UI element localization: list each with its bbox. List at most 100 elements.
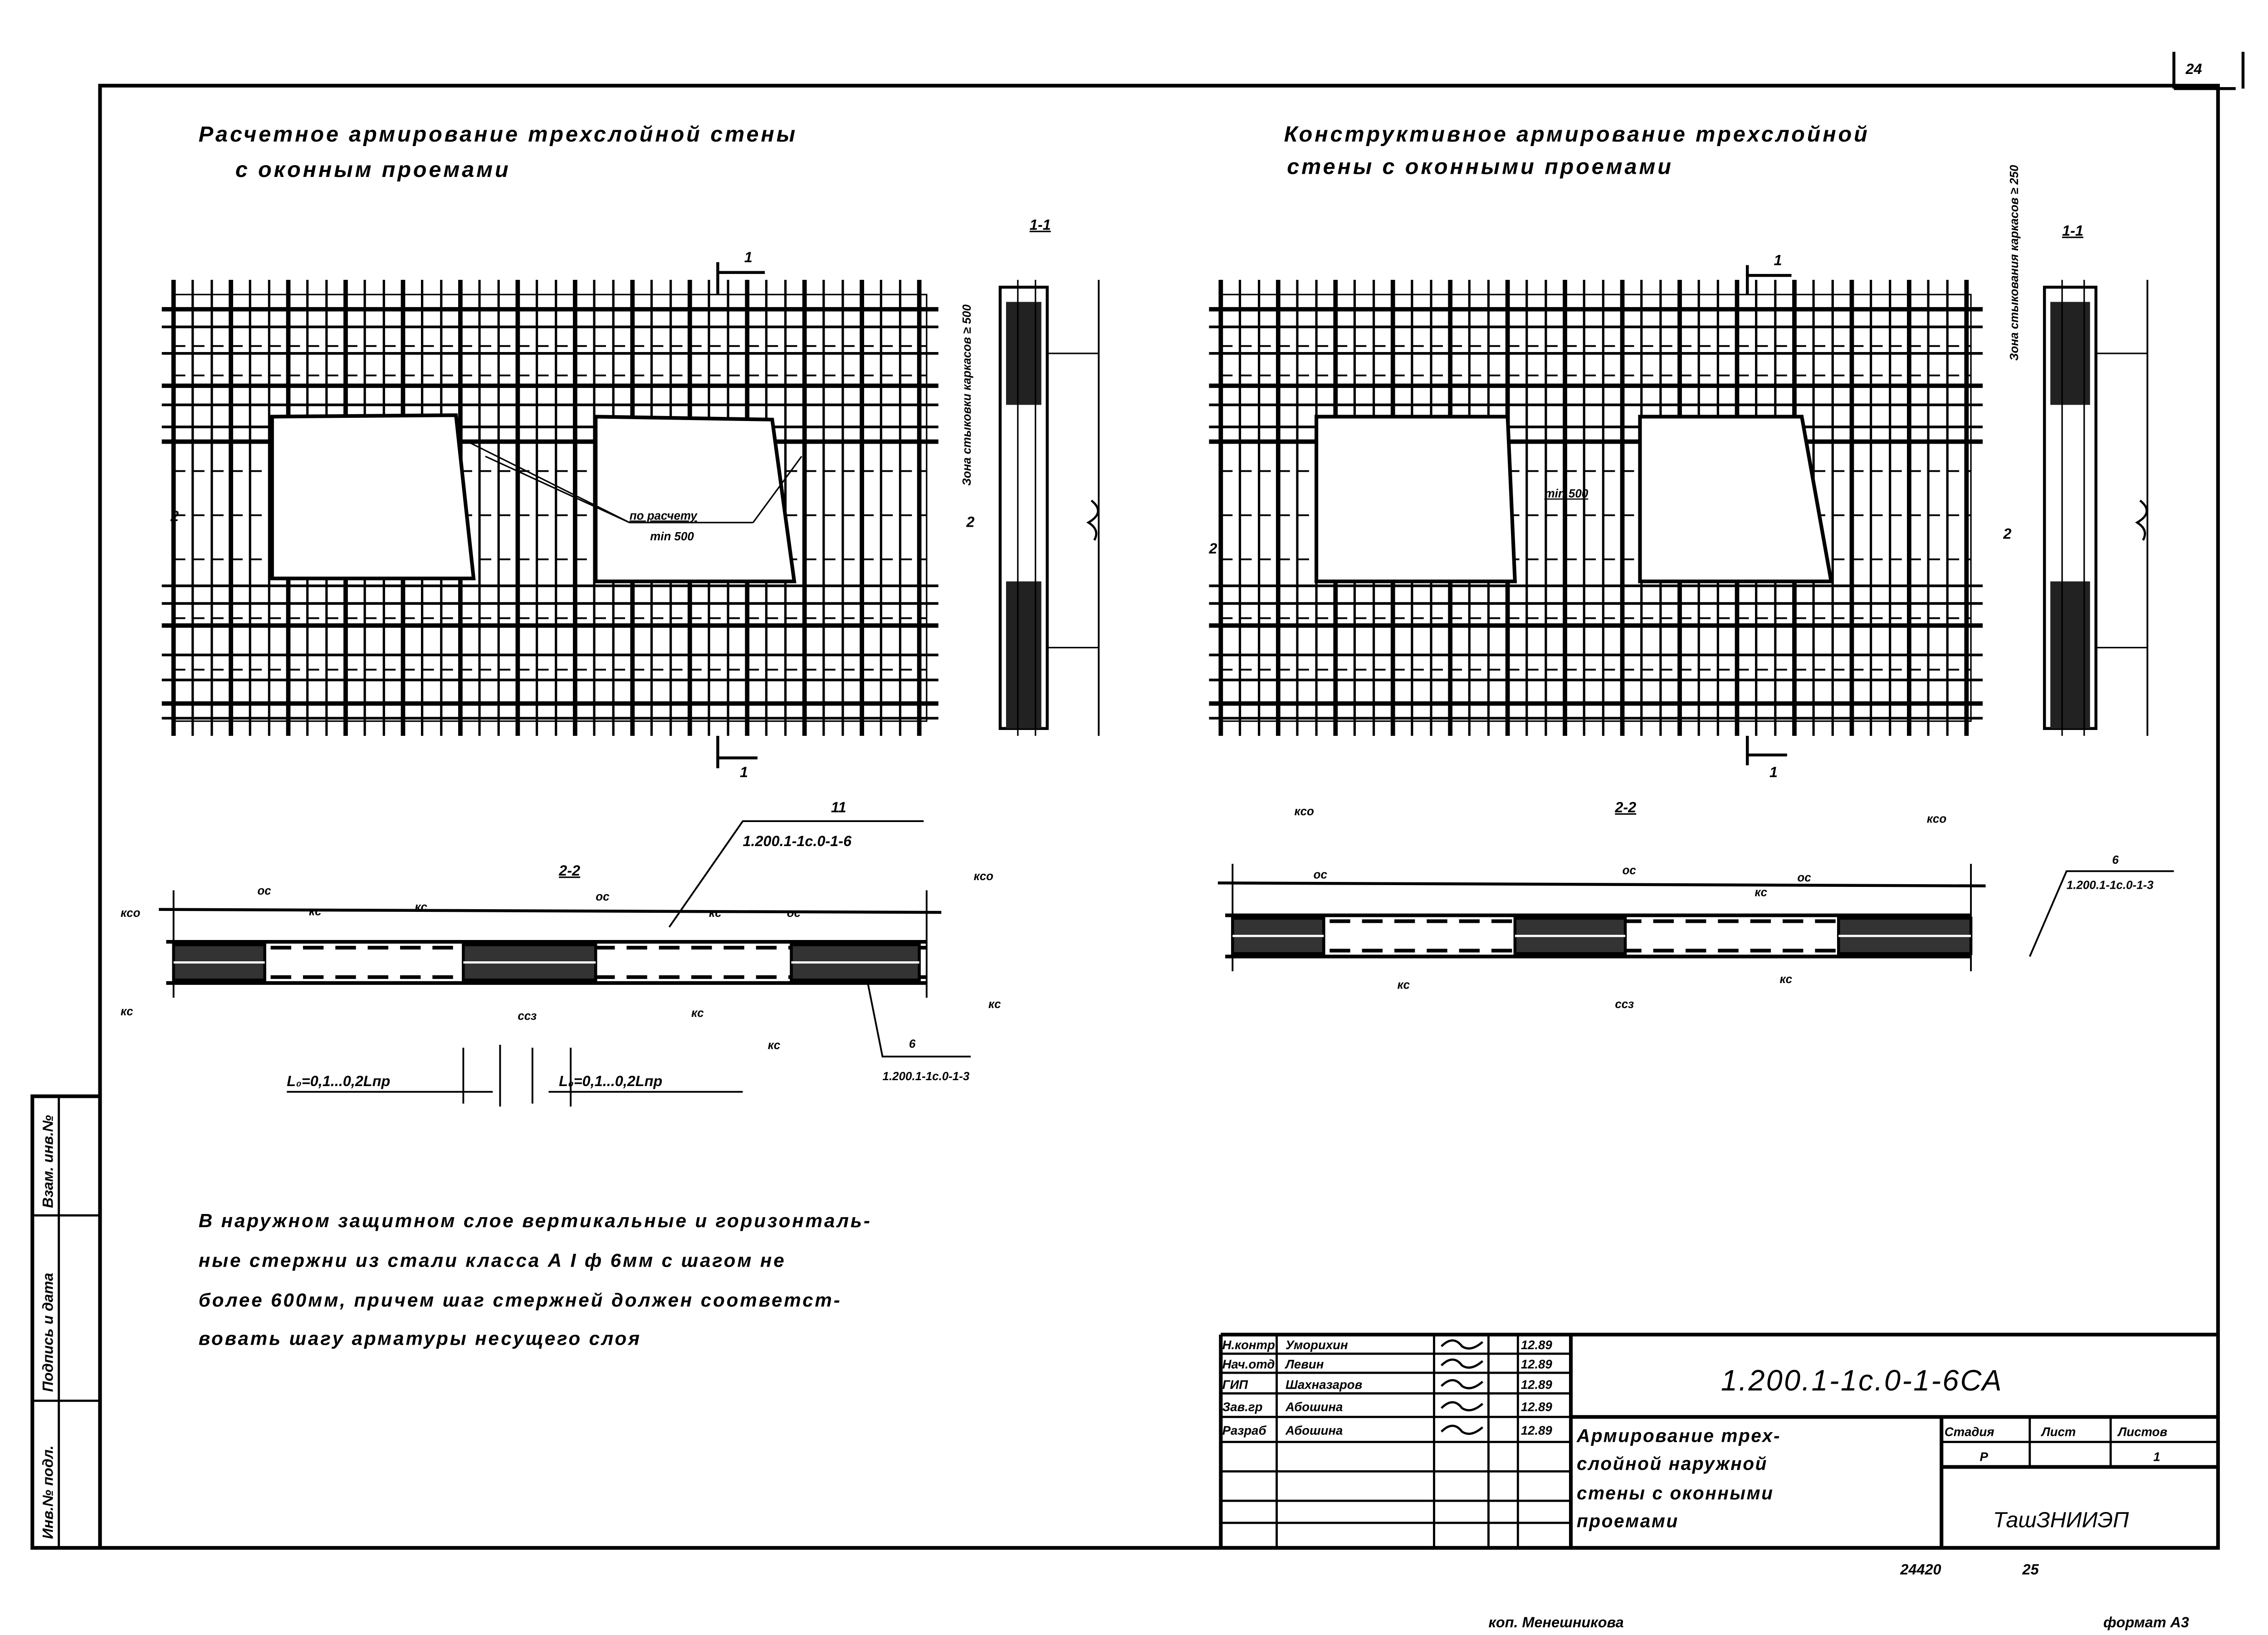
title-block-date: 12.89 (1521, 1400, 1553, 1414)
signature-mark (1441, 1379, 1484, 1390)
wall-outline (173, 294, 928, 722)
left-cut-line-top (716, 262, 765, 295)
sheet-frame (98, 83, 2220, 1550)
right-22-ref-leader (2028, 870, 2174, 957)
right-section-label-1-1: 1-1 (2062, 223, 2083, 239)
title-block-name: Абошина (1285, 1400, 1343, 1414)
page-number-box (2172, 52, 2245, 90)
signature-mark (1441, 1425, 1484, 1435)
signature-mark (1441, 1401, 1484, 1412)
title-block-name: Абошина (1285, 1423, 1343, 1437)
tag-os: ос (1623, 864, 1637, 877)
description-line: проемами (1577, 1511, 1679, 1532)
title-block-role: ГИП (1222, 1378, 1249, 1392)
left-cut-mark-2-right: 2 (966, 514, 974, 530)
tag-kso: ксо (121, 907, 140, 920)
left-cut-mark-bottom: 1 (740, 764, 748, 780)
left-title-line2: с оконным проемами (235, 157, 511, 182)
right-callout-min: min 500 (1545, 488, 1589, 500)
right-cut-mark-2-left: 2 (1208, 540, 1217, 557)
title-block-name: Шахназаров (1286, 1378, 1362, 1392)
right-cut-mark-top: 1 (1774, 252, 1782, 268)
title-block-role: Разраб (1222, 1423, 1267, 1437)
right-section-1-1 (2043, 279, 2149, 736)
title-block-date: 12.89 (1521, 1423, 1553, 1437)
tag-os: ос (1314, 869, 1328, 881)
right-cut-line-top (1745, 265, 1792, 295)
paper-format: формат А3 (2103, 1614, 2189, 1630)
left-22-ref-number: 11 (831, 799, 846, 816)
stage-value: Р (1980, 1450, 1989, 1464)
tag-ks: кс (691, 1007, 704, 1019)
tag-os: ос (1797, 871, 1811, 884)
window-opening (270, 413, 476, 581)
title-block-role: Зав.гр (1222, 1400, 1263, 1414)
title-block-date: 12.89 (1521, 1338, 1553, 1352)
left-callout-po-raschetu: по расчету (630, 509, 698, 522)
hatched-layer (2050, 302, 2090, 405)
title-block-name: Уморихин (1286, 1338, 1348, 1352)
side-replace-label: Взам. инв.№ (40, 1115, 56, 1208)
left-22-ref2-leader (867, 983, 971, 1057)
title-block-date: 12.89 (1521, 1378, 1553, 1392)
tag-ks: кс (121, 1005, 133, 1018)
tag-os: ос (596, 891, 610, 903)
right-title-line1: Конструктивное армирование трехслойной (1284, 122, 1870, 147)
left-section-label-1-1: 1-1 (1030, 217, 1051, 233)
tag-ssz: ссз (1615, 998, 1634, 1011)
tag-ssz: ссз (518, 1010, 537, 1023)
right-22-ref-code: 1.200.1-1с.0-1-3 (2067, 879, 2154, 891)
note-line: более 600мм, причем шаг стержней должен … (199, 1289, 842, 1311)
side-approval-strip: Инв.№ подл. Подпись и дата Взам. инв.№ (30, 1094, 102, 1550)
sheets-value: 1 (2153, 1450, 2160, 1464)
right-zone-note: Зона стыкования каркасов ≥ 250 (2008, 165, 2021, 361)
break-symbol (2135, 499, 2148, 541)
tag-kso: ксо (1927, 813, 1946, 825)
description-line: слойной наружной (1577, 1453, 1768, 1474)
description-line: стены с оконными (1577, 1483, 1774, 1503)
right-section-2-2 (1217, 864, 1986, 971)
tag-ks: кс (1780, 973, 1793, 986)
wall-outline (1220, 294, 1972, 722)
side-signature-label: Подпись и дата (40, 1273, 56, 1392)
tag-kso: ксо (1294, 805, 1314, 818)
right-cut-mark-bottom: 1 (1769, 764, 1778, 780)
window-opening (1638, 415, 1833, 583)
right-cut-mark-2-right: 2 (2003, 526, 2011, 542)
organization: ТашЗНИИЭП (1993, 1508, 2129, 1532)
wall-top-line (1217, 881, 1986, 888)
left-cut-mark-2-left: 2 (170, 508, 179, 524)
title-block-role: Нач.отд (1222, 1357, 1275, 1371)
left-22-ref2-number: 6 (909, 1038, 916, 1050)
tag-ks: кс (1397, 979, 1410, 992)
sheets-header: Листов (2117, 1425, 2167, 1439)
right-22-ref-number: 6 (2112, 854, 2119, 866)
hatched-layer (2050, 581, 2090, 729)
tag-ks: кс (768, 1039, 781, 1052)
tag-os: ос (257, 885, 271, 897)
page-number: 24 (2185, 61, 2202, 77)
right-cut-line-bottom (1745, 736, 1787, 765)
left-cut-mark-top: 1 (744, 249, 753, 265)
stage-header: Стадия (1945, 1425, 1994, 1439)
title-block-name: Левин (1285, 1357, 1324, 1371)
note-line: ные стержни из стали класса А I ф 6мм с … (199, 1250, 786, 1271)
tag-ks: кс (709, 907, 722, 920)
sheet-header: Лист (2041, 1425, 2076, 1439)
right-title-line2: стены с оконными проемами (1287, 154, 1673, 179)
signature-mark (1441, 1358, 1484, 1369)
tag-ks: кс (415, 901, 427, 914)
signature-mark (1441, 1339, 1484, 1350)
tag-os: ос (787, 907, 801, 920)
left-callout-leaders (467, 441, 802, 524)
description-line: Армирование трех- (1576, 1425, 1781, 1446)
break-symbol (1086, 499, 1100, 541)
left-title-line1: Расчетное армирование трехслойной стены (199, 122, 797, 147)
left-cut-line-bottom (716, 736, 758, 769)
left-22-ref2-code: 1.200.1-1с.0-1-3 (883, 1070, 970, 1083)
tag-ks: кс (1755, 886, 1767, 899)
left-22-dim2: L₀=0,1...0,2Lпр (559, 1073, 662, 1089)
left-zone-note: Зона стыковки каркасов ≥ 500 (961, 304, 973, 485)
copied-by: коп. Менешникова (1488, 1614, 1623, 1630)
